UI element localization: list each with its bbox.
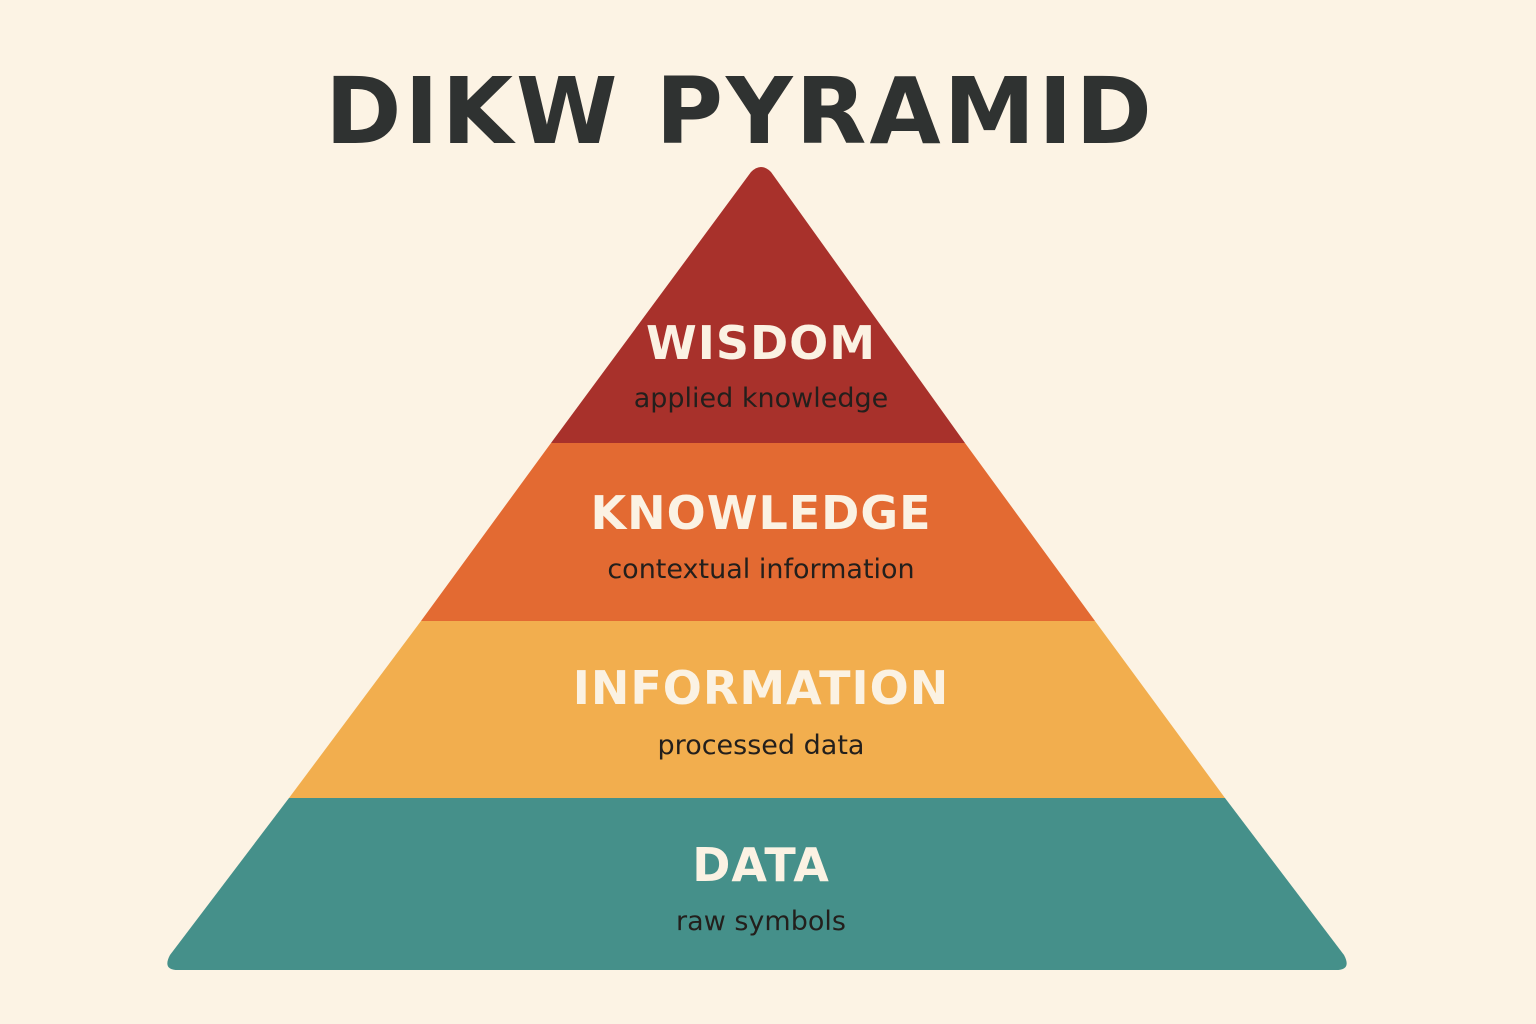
level-knowledge-label: KNOWLEDGE [590,486,932,540]
level-information-description: processed data [657,730,865,761]
layer-wisdom [551,167,965,443]
level-data-label: DATA [692,838,830,892]
layer-knowledge [421,443,1095,621]
level-knowledge-description: contextual information [607,554,915,585]
level-wisdom-description: applied knowledge [633,383,889,414]
level-information-label: INFORMATION [572,661,950,715]
layer-data [167,798,1347,970]
level-wisdom-label: WISDOM [645,316,877,370]
layer-information [289,621,1225,798]
diagram-title: DIKW PYRAMID [325,58,1155,165]
level-data-description: raw symbols [676,906,846,937]
